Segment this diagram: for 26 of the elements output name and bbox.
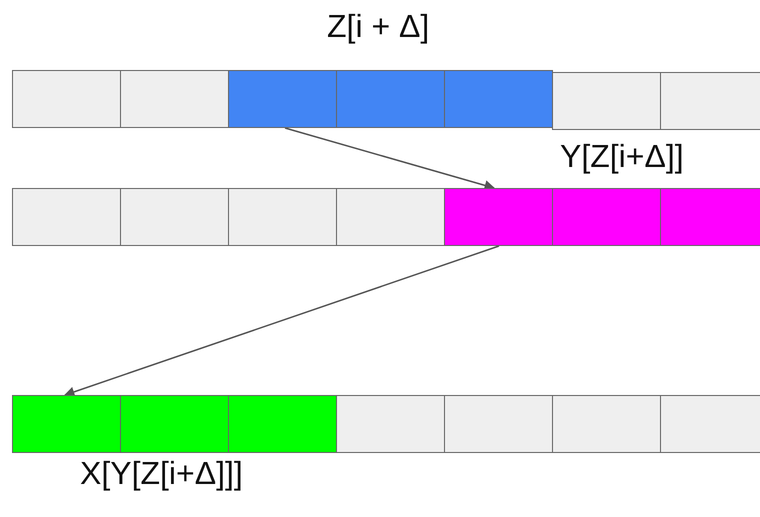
array-cell	[444, 70, 553, 128]
array-cell	[120, 70, 229, 128]
array-cell	[228, 188, 337, 246]
arrow	[284, 127, 495, 190]
array-cell	[444, 395, 553, 453]
array-cell	[336, 70, 445, 128]
array-cell	[12, 188, 121, 246]
array-cell	[660, 395, 760, 453]
array-cell	[120, 395, 229, 453]
array-cell	[336, 395, 445, 453]
index-expression: X[Y[Z[i+Δ]]]	[80, 455, 243, 492]
array-cell	[120, 188, 229, 246]
array-cell	[552, 72, 661, 130]
array-cell	[552, 395, 661, 453]
array-cell	[660, 72, 760, 130]
array-cell	[228, 395, 337, 453]
index-expression: Z[i + Δ]	[327, 8, 430, 45]
array-cell	[12, 70, 121, 128]
array-cell	[552, 188, 661, 246]
arrow	[64, 245, 500, 397]
array-cell	[336, 188, 445, 246]
array-cell	[444, 188, 553, 246]
array-cell	[12, 395, 121, 453]
array-cell	[660, 188, 760, 246]
index-expression: Y[Z[i+Δ]]	[560, 138, 684, 175]
array-cell	[228, 70, 337, 128]
